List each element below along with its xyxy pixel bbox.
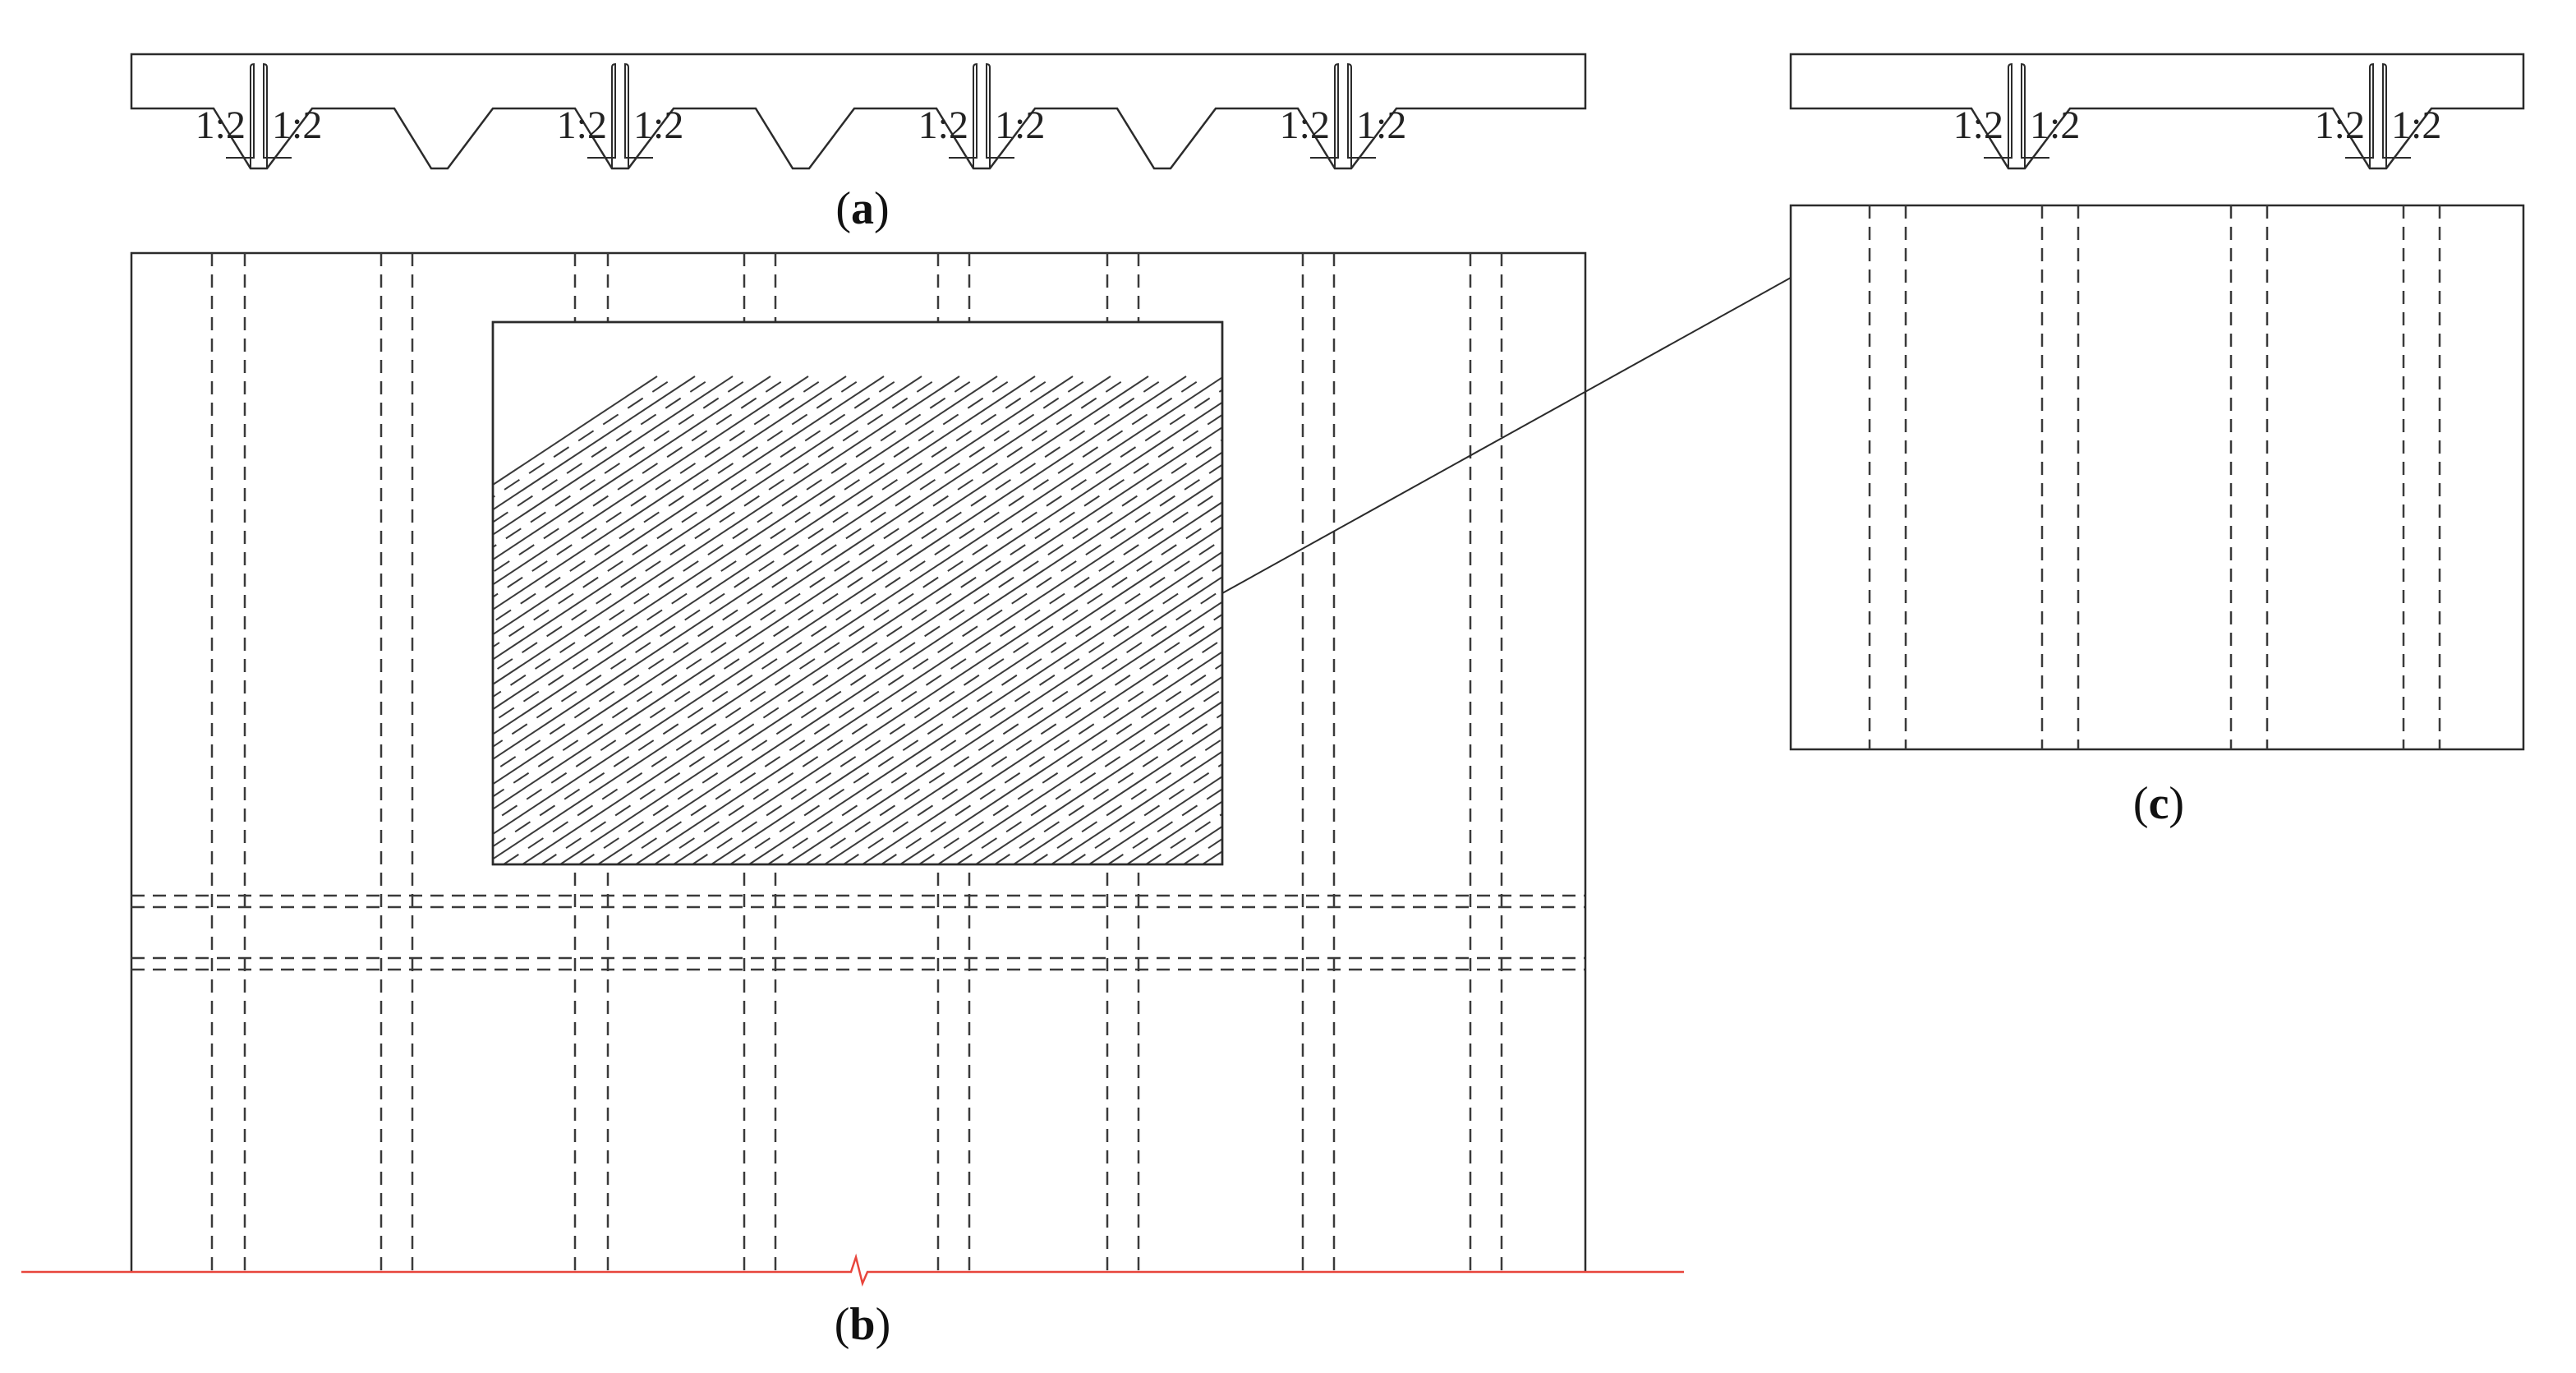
hatch-line [493, 376, 922, 661]
panel-c-detail-box [1789, 204, 2525, 751]
hatch-line [1467, 376, 2206, 864]
hatch-line [1051, 750, 1222, 864]
hatch-dash-line [1259, 376, 1999, 864]
panel-a-slope-labels: 1:2 1:2 1:2 1:2 1:2 1:2 1:2 1:2 [196, 104, 1407, 147]
hatch-line [975, 700, 1222, 864]
rib-web [587, 62, 653, 168]
panel-b-elevation [130, 251, 2490, 1272]
panel-c-cross-section [1789, 53, 2525, 170]
hatch-line [824, 601, 1222, 864]
panel-c-label: (c) [2133, 778, 2184, 829]
panel-b-horizontal-dashed-lines [131, 894, 1585, 971]
hatch-dash-line [1221, 863, 1222, 864]
hatch-line [1656, 376, 2395, 864]
hatch-dash-line [1145, 813, 1222, 864]
hatch-line [1429, 376, 2169, 864]
hatch-line [1316, 376, 2055, 864]
panel-b-outline [130, 251, 1587, 1272]
hatch-line [493, 376, 1074, 761]
panel-a-cross-section [130, 53, 1587, 170]
hatch-line [1202, 850, 1222, 864]
hatch-line [493, 376, 1149, 810]
panel-a-label: (a) [835, 183, 889, 234]
slope-ratio-left: 1:2 [2315, 104, 2365, 147]
hatch-line [559, 426, 1222, 864]
slope-ratio-right: 1:2 [633, 104, 683, 147]
hatch-line [597, 451, 1222, 864]
hatch-dash-line [1335, 376, 2074, 864]
hatch-line [493, 376, 847, 610]
hatch-line [493, 376, 1222, 860]
hatch-line [1580, 376, 2320, 864]
slope-ratio-right: 1:2 [1356, 104, 1406, 147]
hatch-line [673, 500, 1222, 864]
panel-a-ribs [226, 62, 1376, 168]
hatch-line [1732, 376, 2471, 864]
hatch-dash-line [1675, 376, 2414, 864]
hatch-line [493, 376, 734, 536]
rib-web [1984, 62, 2049, 168]
hatch-line [493, 376, 885, 636]
panel-c-ribs [1984, 62, 2411, 168]
hatch-dash-line [1637, 376, 2376, 864]
hatch-line [1126, 800, 1222, 864]
hatch-line [1164, 825, 1222, 864]
slope-ratio-right: 1:2 [2391, 104, 2441, 147]
panel-a-outline [130, 53, 1587, 170]
hatch-line [862, 625, 1222, 864]
hatch-dash-line [1448, 376, 2187, 864]
hatch-line [1618, 376, 2358, 864]
rib-web [2345, 62, 2411, 168]
hatch-line [493, 376, 998, 711]
hatch-line [493, 376, 960, 686]
slope-ratio-left: 1:2 [918, 104, 968, 147]
hatch-line [1013, 726, 1222, 864]
panel-c-slope-labels: 1:2 1:2 1:2 1:2 [1953, 104, 2442, 147]
panel-c-vertical-dashed-lines [1868, 205, 2441, 749]
hatch-line [493, 376, 1036, 735]
slope-ratio-right: 1:2 [995, 104, 1045, 147]
hatch-line [493, 376, 658, 486]
rib-web [949, 62, 1014, 168]
slope-ratio-left: 1:2 [1953, 104, 2003, 147]
slope-ratio-left: 1:2 [196, 104, 246, 147]
hatch-dash-line [1373, 376, 2112, 864]
slope-ratio-left: 1:2 [557, 104, 607, 147]
hatch-line [748, 551, 1222, 864]
hatch-dash-line [1562, 376, 2301, 864]
slope-ratio-left: 1:2 [1280, 104, 1330, 147]
hatch-line [493, 376, 1111, 786]
detail-leader-line [1221, 277, 1792, 594]
hatch-line [635, 476, 1222, 864]
hatch-line [786, 576, 1222, 864]
hatch-line [1088, 775, 1222, 864]
hatch-dash-line [1297, 376, 2036, 864]
hatch-line [1694, 376, 2433, 864]
hatch-line [899, 651, 1222, 864]
hatch-dash-line [1183, 837, 1222, 864]
hatch-dash-line [1486, 376, 2225, 864]
slope-ratio-right: 1:2 [272, 104, 322, 147]
hatch-line [493, 376, 771, 561]
panel-b-hatch-pattern [493, 376, 2490, 864]
rib-web [1310, 62, 1376, 168]
rib-web [226, 62, 292, 168]
panel-b-label: (b) [835, 1299, 890, 1350]
slope-ratio-right: 1:2 [2030, 104, 2080, 147]
hatch-line [1354, 376, 2093, 864]
ground-break-line [21, 1253, 1684, 1287]
hatch-dash-line [1713, 376, 2452, 864]
hatch-dash-line [1750, 376, 2490, 864]
hatch-line [711, 526, 1222, 864]
hatch-line [493, 376, 809, 586]
hatch-line [493, 376, 696, 511]
hatch-line [522, 401, 1222, 864]
hatch-dash-line [1599, 376, 2339, 864]
hatch-line [493, 376, 1187, 836]
panel-c-outline [1789, 53, 2525, 170]
hatch-dash-line [1410, 376, 2150, 864]
hatch-line [937, 675, 1222, 864]
